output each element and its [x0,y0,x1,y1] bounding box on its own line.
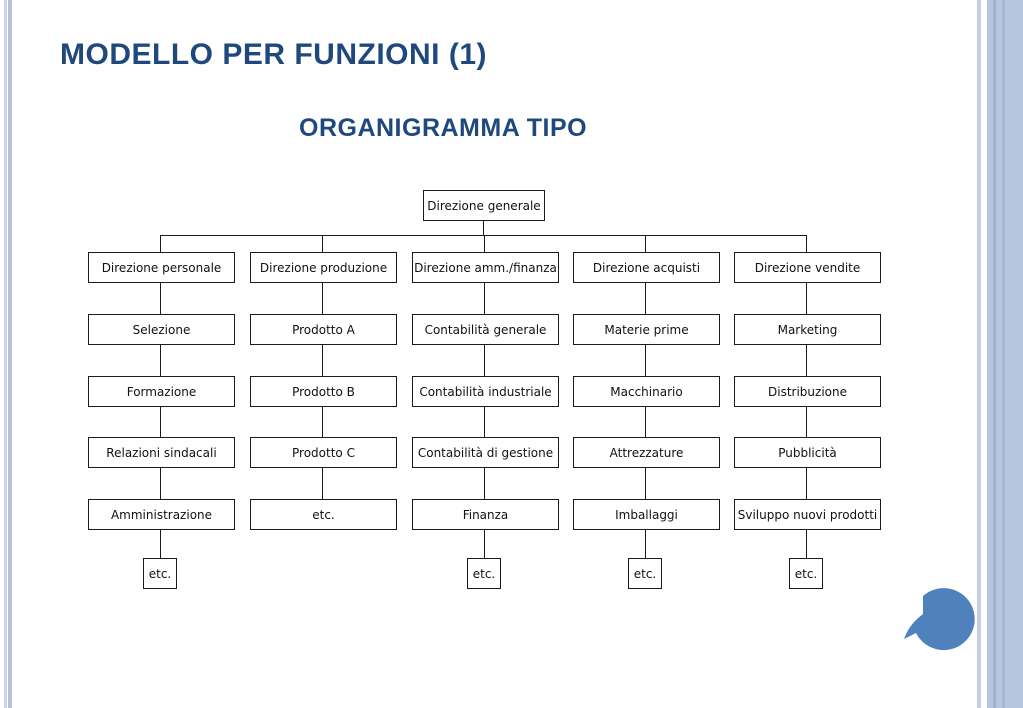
org-node-distribuzione: Distribuzione [734,376,881,407]
org-node-prodotto-b: Prodotto B [250,376,397,407]
org-node-amministrazione: Amministrazione [88,499,235,530]
org-node-prodotto-a: Prodotto A [250,314,397,345]
connector-horizontal [160,235,807,236]
org-node-direzione-personale: Direzione personale [88,252,235,283]
comma-circle-logo-icon [904,588,975,651]
org-node-direzione-acquisti: Direzione acquisti [573,252,720,283]
left-stripe-inner [8,0,12,708]
org-node-finanza: Finanza [412,499,559,530]
right-stripe-thin [977,0,981,708]
org-node-contabilita-generale: Contabilità generale [412,314,559,345]
org-node-contabilita-di-gestione: Contabilità di gestione [412,437,559,468]
org-node-pubblicita: Pubblicità [734,437,881,468]
org-node-macchinario: Macchinario [573,376,720,407]
org-node-personale-etc: etc. [143,558,177,589]
right-stripe-band [987,0,1023,708]
right-band-line-1 [993,0,996,708]
connector-root-stub [483,221,484,236]
org-node-attrezzature: Attrezzature [573,437,720,468]
org-node-acquisti-etc: etc. [628,558,662,589]
org-node-contabilita-industriale: Contabilità industriale [412,376,559,407]
org-node-direzione-produzione: Direzione produzione [250,252,397,283]
org-node-selezione: Selezione [88,314,235,345]
org-node-direzione-generale: Direzione generale [423,190,545,221]
org-node-marketing: Marketing [734,314,881,345]
org-node-prodotto-c: Prodotto C [250,437,397,468]
page-title: MODELLO PER FUNZIONI (1) [60,38,487,71]
org-node-amm-finanza-etc: etc. [467,558,501,589]
org-node-direzione-vendite: Direzione vendite [734,252,881,283]
right-band-line-2 [1002,0,1005,708]
org-node-formazione: Formazione [88,376,235,407]
chart-subtitle: ORGANIGRAMMA TIPO [299,114,588,142]
org-node-direzione-amm-finanza: Direzione amm./finanza [412,252,559,283]
org-node-materie-prime: Materie prime [573,314,720,345]
org-node-relazioni-sindacali: Relazioni sindacali [88,437,235,468]
org-node-sviluppo-nuovi-prodotti: Sviluppo nuovi prodotti [734,499,881,530]
org-node-produzione-etc: etc. [250,499,397,530]
org-node-vendite-etc: etc. [789,558,823,589]
connector-spine-produzione [322,236,323,499]
left-stripe-outer [4,0,7,708]
org-node-imballaggi: Imballaggi [573,499,720,530]
